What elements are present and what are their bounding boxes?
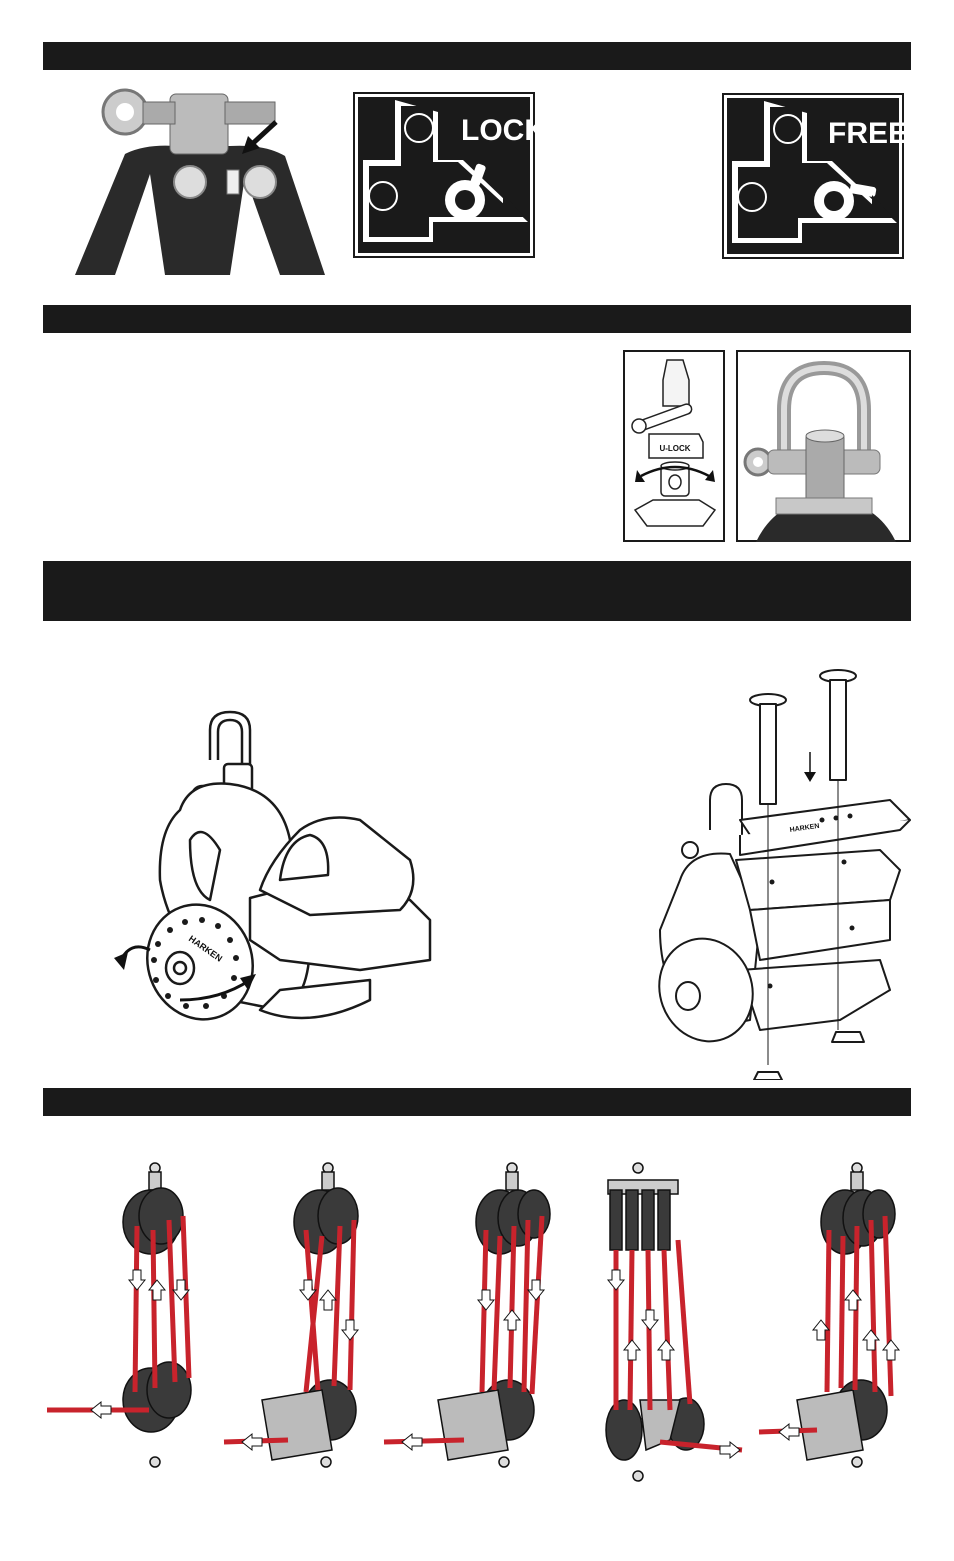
ulock-label: U-LOCK: [659, 444, 690, 453]
section-header-bar-4: [43, 1088, 911, 1116]
free-badge-icon: FREE: [722, 93, 904, 259]
purchase-system-4: [600, 1160, 745, 1490]
purchase-system-5: [757, 1160, 907, 1480]
section-header-bar-1: [43, 42, 911, 70]
bolt-assembly-diagram: HARKEN: [640, 660, 920, 1080]
purchase-system-3: [382, 1160, 557, 1480]
lock-label: LOCK: [461, 114, 535, 147]
bolt-brand-label: HARKEN: [789, 823, 820, 834]
lock-badge-icon: LOCK: [353, 92, 535, 258]
section-header-bar-3: [43, 561, 911, 621]
pointer-arrow-icon: [240, 118, 280, 158]
section-header-bar-2: [43, 305, 911, 333]
rotate-arrow-icon: [640, 465, 710, 478]
purchase-system-1: [45, 1160, 205, 1480]
purchase-system-2: [222, 1160, 372, 1480]
cleat-assembly-diagram: HARKEN: [110, 700, 450, 1060]
shackle-photo: [736, 350, 911, 542]
block-head-photo: [55, 84, 333, 275]
ulock-diagram: U-LOCK: [623, 350, 725, 542]
free-label: FREE: [828, 117, 904, 150]
